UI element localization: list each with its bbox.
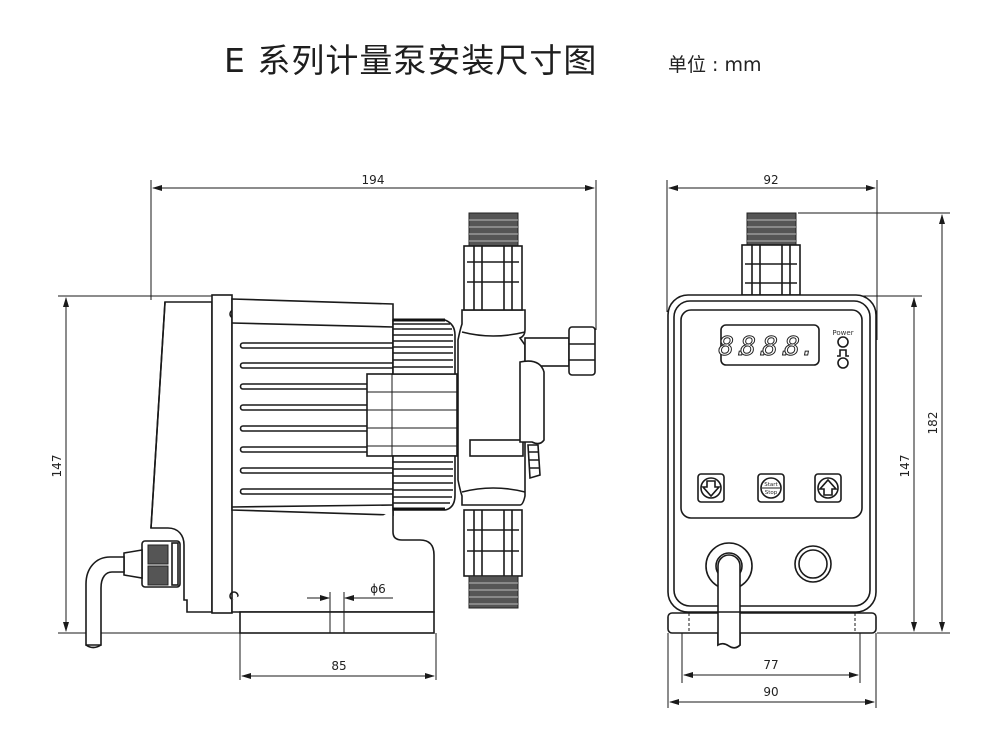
pump-ribbed-ring — [392, 318, 456, 511]
top-valve-connector — [463, 212, 523, 311]
down-button[interactable] — [697, 473, 725, 503]
dim-body-height: 147 — [860, 295, 922, 632]
display-digit: 8. — [784, 332, 815, 362]
dim-label-77: 77 — [763, 658, 778, 672]
page-title: E 系列计量泵安装尺寸图 — [224, 41, 598, 80]
display-digit: 8. — [740, 332, 771, 362]
side-view: 194 147 — [50, 173, 597, 680]
dim-label-85: 85 — [331, 659, 346, 673]
power-indicator-icon — [837, 336, 849, 348]
cooling-fins — [239, 342, 393, 495]
cable-gland — [123, 540, 181, 588]
base-plate — [239, 611, 435, 634]
power-label: Power — [832, 329, 853, 337]
led-display: 8.8.8.8. — [718, 324, 820, 366]
dim-front-width: 92 — [666, 173, 878, 340]
dim-label-92: 92 — [763, 173, 778, 187]
arrow-up-icon — [818, 478, 838, 496]
dim-height-left: 147 — [50, 295, 240, 634]
dim-base-width: 90 — [667, 633, 877, 708]
up-button[interactable] — [814, 473, 842, 503]
dim-base-length: 85 — [239, 633, 437, 680]
front-base — [667, 612, 877, 634]
dim-hole-spacing: 77 — [681, 633, 861, 683]
stop-label: Stop — [765, 490, 778, 496]
front-view: 92 182 147 8.8.8.8. — [666, 173, 950, 708]
display-digit: 8. — [762, 332, 793, 362]
dim-overall-height: 182 — [798, 212, 950, 634]
front-top-connector — [741, 212, 801, 296]
dim-label-194: 194 — [362, 173, 385, 187]
inlet-port — [794, 545, 832, 583]
motor-center-block — [366, 373, 458, 457]
power-cable — [85, 556, 125, 646]
flange-plate — [211, 294, 233, 614]
pulse-indicator-icon — [837, 349, 849, 357]
unit-label: 单位 : mm — [668, 54, 762, 76]
dim-label-147-front: 147 — [898, 455, 912, 478]
arrow-down-icon — [701, 480, 721, 498]
start-label: Start — [764, 482, 778, 488]
dim-label-147-side: 147 — [50, 455, 64, 478]
dim-overall-length: 194 — [150, 173, 597, 330]
start-stop-button[interactable]: Start Stop — [757, 473, 785, 503]
pump-head — [457, 309, 596, 506]
dim-label-phi6: ϕ6 — [370, 582, 386, 596]
mounting-foot — [231, 510, 435, 613]
dim-label-90: 90 — [763, 685, 778, 699]
rear-cover — [150, 301, 213, 613]
display-digit: 8. — [718, 332, 749, 362]
dim-hole-diameter: ϕ6 — [307, 582, 393, 633]
dim-label-182: 182 — [926, 412, 940, 435]
bottom-valve-connector — [463, 509, 523, 609]
